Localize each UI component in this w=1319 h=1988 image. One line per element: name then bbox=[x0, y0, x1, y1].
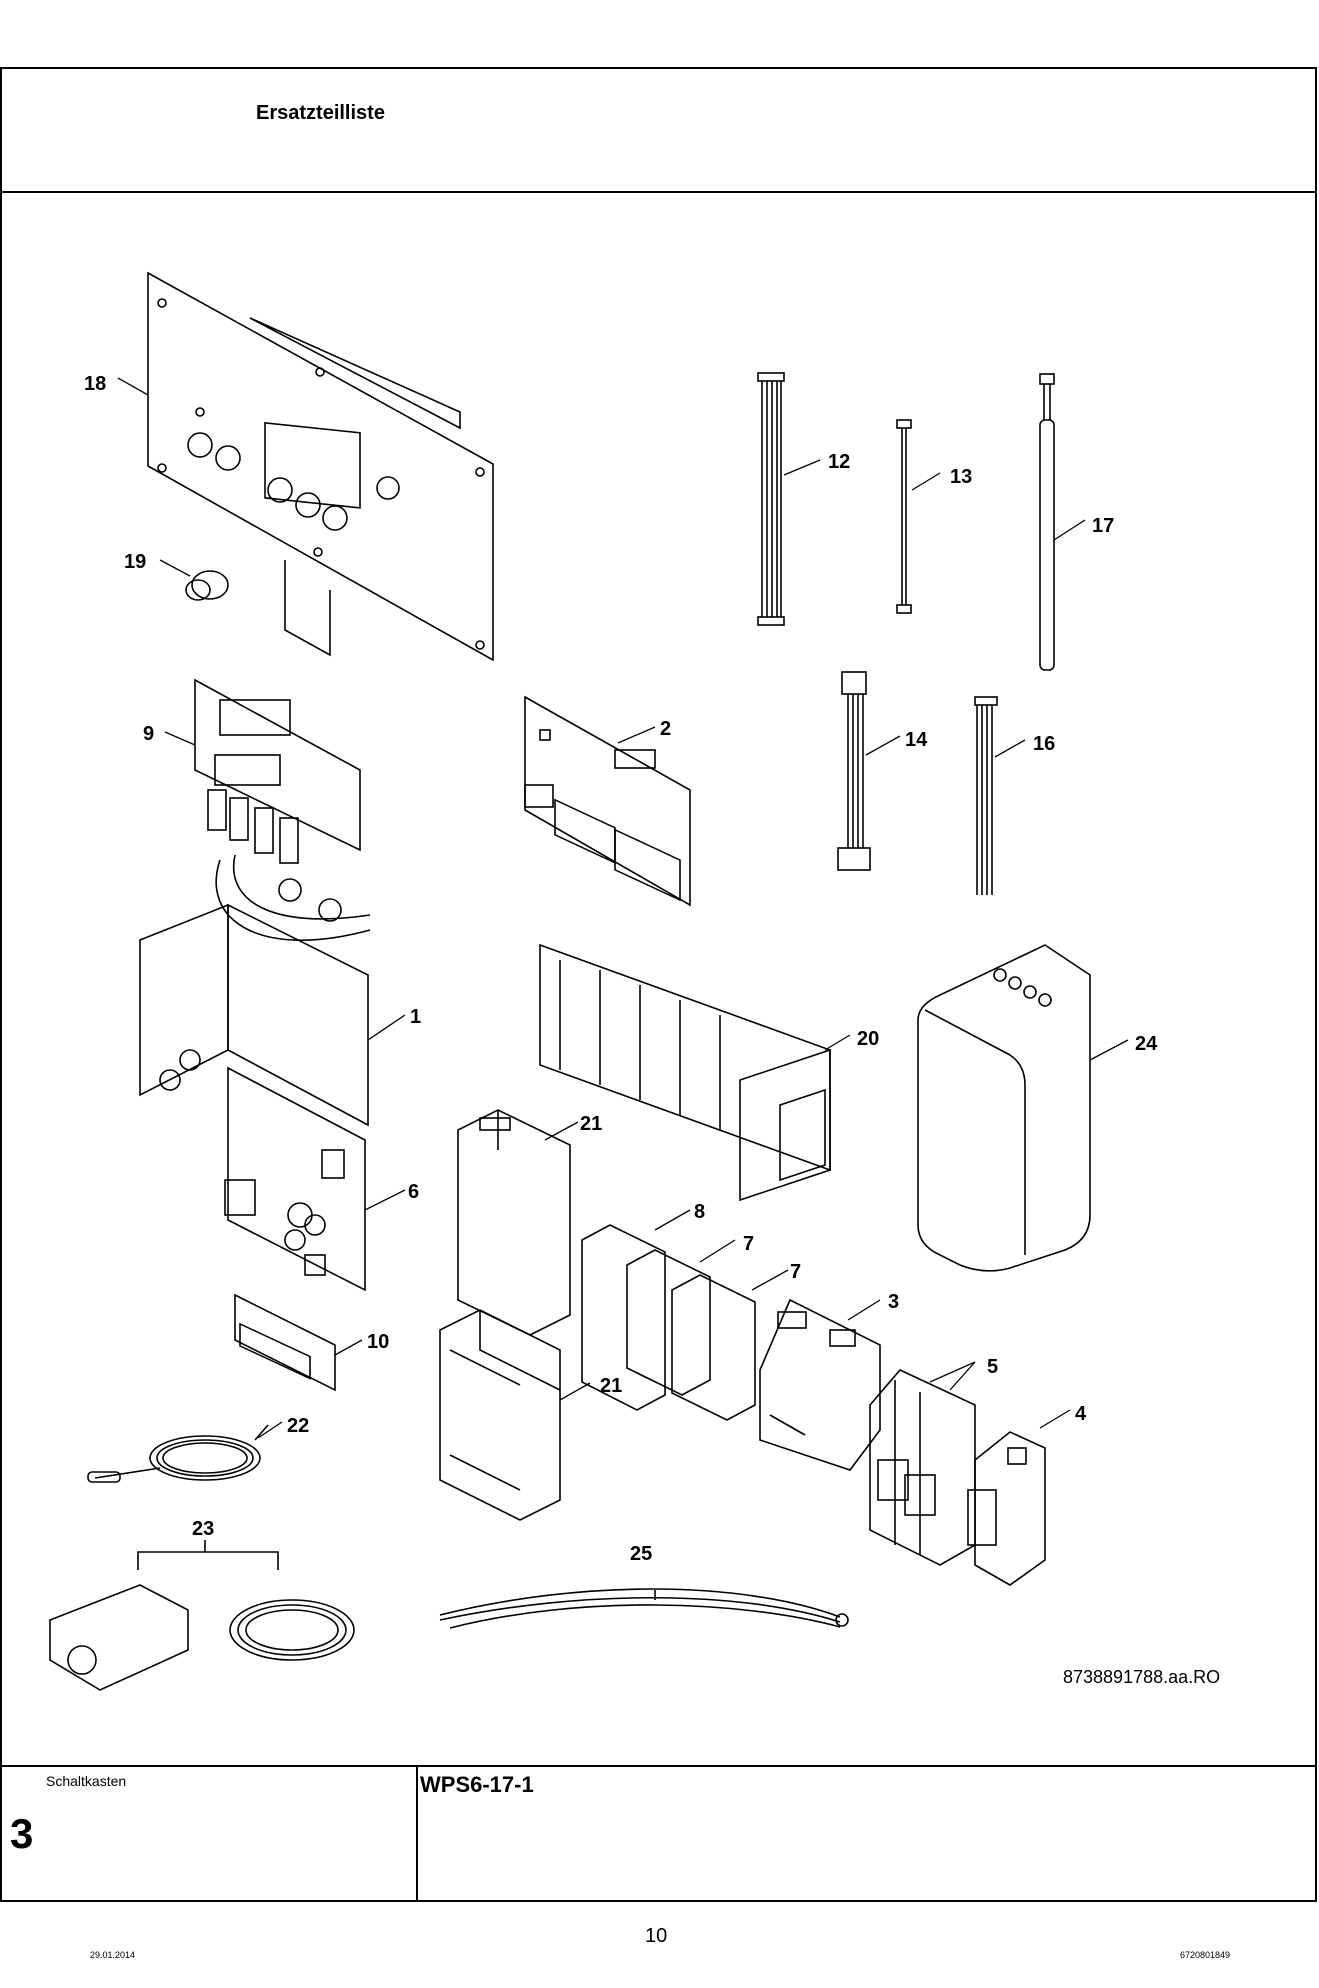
callout-19: 19 bbox=[124, 551, 146, 573]
callout-21-upper: 21 bbox=[580, 1113, 602, 1135]
part-cover-24 bbox=[917, 944, 1091, 1272]
part-contactor-8 bbox=[581, 1224, 666, 1411]
page-title: Ersatzteilliste bbox=[256, 102, 385, 124]
callout-17: 17 bbox=[1092, 515, 1114, 537]
callout-23: 23 bbox=[192, 1518, 214, 1540]
callout-8: 8 bbox=[694, 1201, 705, 1223]
callout-21-lower: 21 bbox=[600, 1375, 622, 1397]
callout-4: 4 bbox=[1075, 1403, 1087, 1425]
part-contactor-7b bbox=[671, 1274, 756, 1421]
callout-13: 13 bbox=[950, 466, 972, 488]
part-knob bbox=[185, 570, 229, 601]
part-cable-16 bbox=[974, 696, 998, 895]
info-divider bbox=[0, 1765, 1317, 1767]
part-module-21b bbox=[439, 1309, 561, 1521]
model-name: WPS6-17-1 bbox=[420, 1772, 534, 1797]
callout-leaders bbox=[117, 377, 1129, 1439]
part-cables-25 bbox=[439, 1588, 849, 1629]
part-connector-10 bbox=[234, 1293, 336, 1392]
part-control-board-9 bbox=[194, 678, 361, 864]
callout-9: 9 bbox=[143, 723, 154, 745]
callout-1: 1 bbox=[410, 1006, 421, 1028]
part-cable-14 bbox=[837, 671, 871, 871]
callout-18: 18 bbox=[84, 373, 106, 395]
part-breaker-4 bbox=[967, 1431, 1046, 1586]
part-cable-13 bbox=[896, 419, 912, 614]
part-front-panel bbox=[147, 271, 494, 662]
header-divider bbox=[0, 191, 1317, 193]
callout-7-upper: 7 bbox=[743, 1233, 754, 1255]
document-number: 6720801849 bbox=[1180, 1950, 1231, 1960]
callout-12: 12 bbox=[828, 451, 850, 473]
part-terminal-block-20 bbox=[539, 943, 831, 1202]
page-frame bbox=[0, 67, 1317, 1902]
section-label: Schaltkasten bbox=[46, 1773, 127, 1789]
callout-22: 22 bbox=[287, 1415, 309, 1437]
footer-date: 29.01.2014 bbox=[90, 1950, 136, 1960]
callout-24: 24 bbox=[1135, 1033, 1158, 1055]
callout-2: 2 bbox=[660, 718, 671, 740]
callout-20: 20 bbox=[857, 1028, 879, 1050]
part-sensor-17 bbox=[1039, 373, 1055, 671]
part-sensor-22 bbox=[87, 1424, 269, 1483]
page-number: 10 bbox=[645, 1925, 668, 1947]
part-fuse-holders-5 bbox=[869, 1369, 976, 1566]
part-contactor-7a bbox=[626, 1249, 711, 1396]
part-board-2 bbox=[524, 695, 691, 907]
part-sensor-23 bbox=[49, 1540, 355, 1691]
part-ribbon-12 bbox=[757, 372, 785, 626]
info-column-divider bbox=[416, 1765, 418, 1902]
figure-reference-code: 8738891788.aa.RO bbox=[1063, 1667, 1220, 1687]
part-module-21a bbox=[457, 1109, 571, 1336]
part-board-6 bbox=[224, 1066, 366, 1292]
callout-16: 16 bbox=[1033, 733, 1055, 755]
callout-5: 5 bbox=[987, 1356, 998, 1378]
callout-6: 6 bbox=[408, 1181, 419, 1203]
callout-25: 25 bbox=[630, 1543, 652, 1565]
part-switch-3 bbox=[759, 1298, 881, 1471]
section-number: 3 bbox=[10, 1810, 34, 1857]
callout-10: 10 bbox=[367, 1331, 389, 1353]
callout-3: 3 bbox=[888, 1291, 899, 1313]
part-board-1 bbox=[139, 854, 371, 1127]
callout-14: 14 bbox=[905, 729, 928, 751]
callout-7-lower: 7 bbox=[790, 1261, 801, 1283]
